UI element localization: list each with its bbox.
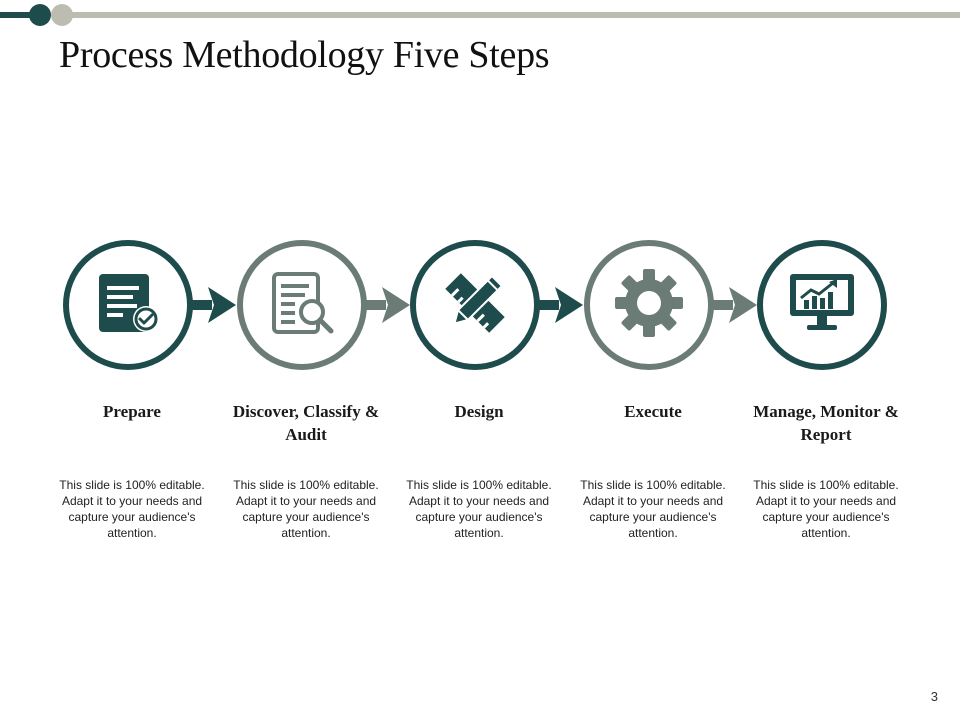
gear-icon	[613, 267, 685, 344]
document-search-icon	[269, 270, 335, 341]
header-dot-grey	[51, 4, 73, 26]
step-description: This slide is 100% editable. Adapt it to…	[753, 478, 899, 540]
step-label: Manage, Monitor & Report	[753, 402, 899, 444]
step-label: Execute	[624, 402, 682, 421]
slide-title: Process Methodology Five Steps	[59, 34, 550, 76]
arrow-right-icon	[711, 287, 757, 328]
step-label: Design	[454, 402, 504, 421]
header-line-grey	[62, 12, 960, 18]
pencil-ruler-icon	[442, 270, 508, 341]
step-circle	[63, 240, 193, 370]
step-circle	[584, 240, 714, 370]
arrow-right-icon	[190, 287, 236, 328]
document-check-icon	[95, 270, 161, 341]
step-circle	[410, 240, 540, 370]
arrow-right-icon	[537, 287, 583, 328]
step-label: Prepare	[103, 402, 161, 421]
step-description: This slide is 100% editable. Adapt it to…	[59, 478, 205, 540]
step-description: This slide is 100% editable. Adapt it to…	[233, 478, 379, 540]
header-line-dark	[0, 12, 40, 18]
page-number: 3	[930, 689, 938, 704]
header-dot-dark	[29, 4, 51, 26]
step-circle	[237, 240, 367, 370]
arrow-right-icon	[364, 287, 410, 328]
step-description: This slide is 100% editable. Adapt it to…	[406, 478, 552, 540]
step-description: This slide is 100% editable. Adapt it to…	[580, 478, 726, 540]
monitor-chart-icon	[787, 270, 857, 341]
header-decoration	[0, 0, 960, 30]
step-circle	[757, 240, 887, 370]
step-label: Discover, Classify & Audit	[232, 402, 380, 444]
